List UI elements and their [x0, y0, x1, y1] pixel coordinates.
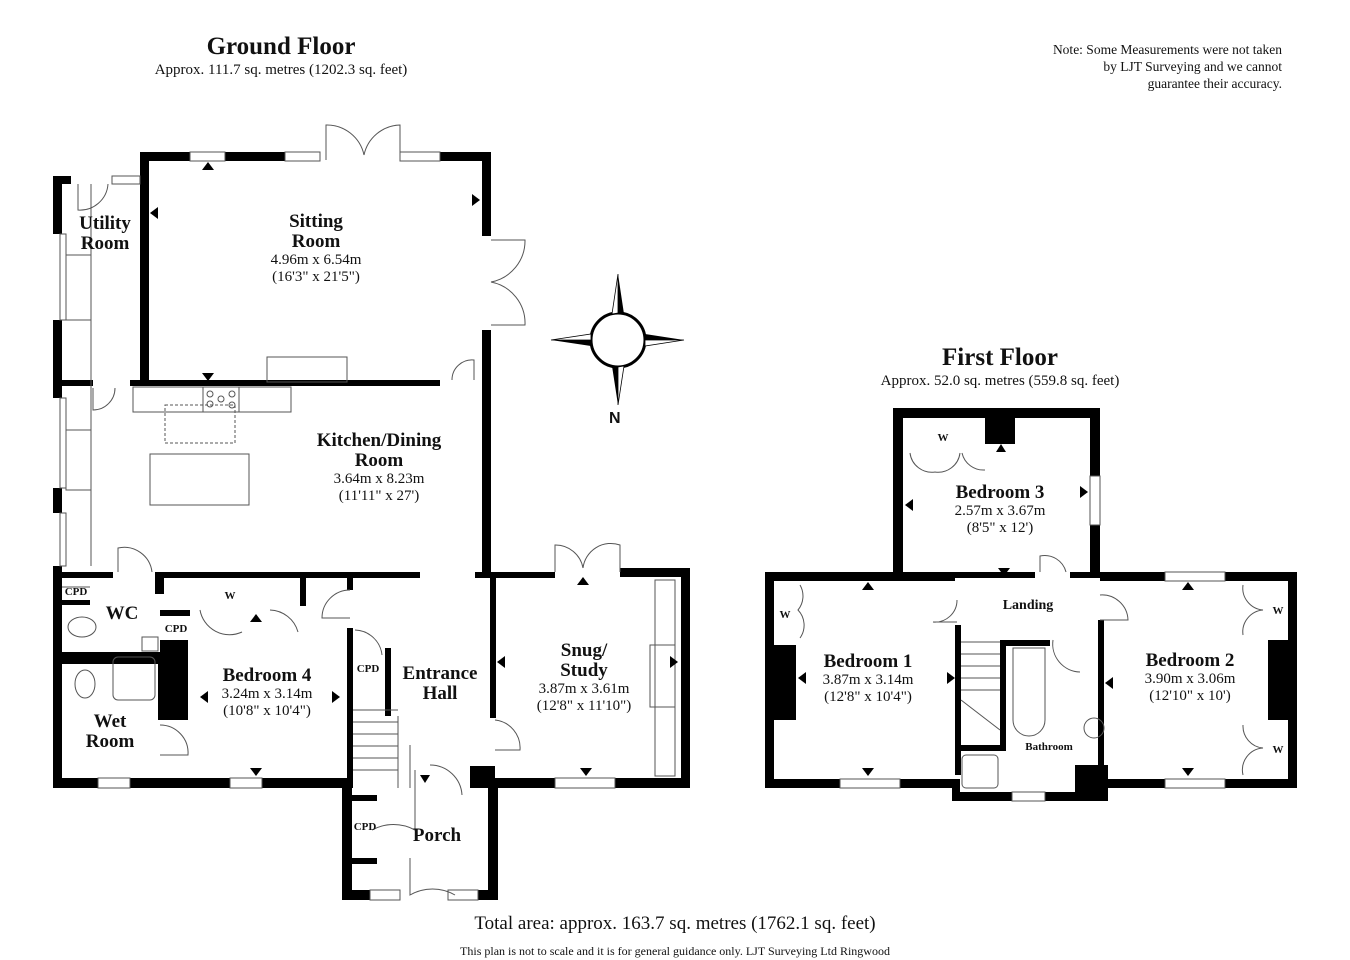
room-bedroom-4: Bedroom 4 3.24m x 3.14m (10'8" x 10'4"): [222, 666, 313, 720]
room-dimensions-metric: 3.90m x 3.06m: [1144, 671, 1236, 687]
measurement-note: Note: Some Measurements were not taken b…: [1053, 41, 1282, 92]
room-wc: WC: [106, 604, 139, 624]
room-dimensions-imperial: (12'10" x 10'): [1149, 688, 1231, 704]
room-name: Room: [80, 233, 130, 254]
room-dimensions-metric: 3.24m x 3.14m: [221, 686, 313, 702]
wardrobe-label: W: [937, 432, 949, 444]
room-kitchen-dining: Kitchen/Dining Room 3.64m x 8.23m (11'11…: [317, 431, 442, 505]
room-name: Snug/: [560, 640, 608, 661]
room-name: Bedroom 1: [823, 651, 913, 672]
room-dimensions-metric: 2.57m x 3.67m: [954, 503, 1046, 519]
room-name: Entrance: [402, 663, 478, 684]
note-line: Note: Some Measurements were not taken: [1052, 42, 1282, 57]
wardrobe-label: W: [1272, 605, 1284, 617]
first-floor-title: First Floor: [942, 344, 1058, 371]
room-dimensions-imperial: (12'8" x 10'4"): [824, 689, 912, 705]
first-floor-heading: First Floor Approx. 52.0 sq. metres (559…: [850, 344, 1150, 390]
room-bathroom: Bathroom: [1025, 741, 1073, 753]
room-name: Kitchen/Dining: [316, 430, 442, 451]
room-dimensions-metric: 4.96m x 6.54m: [270, 252, 362, 268]
room-name: Study: [560, 660, 608, 681]
room-name: Bedroom 2: [1145, 650, 1235, 671]
compass-icon: [550, 273, 685, 406]
ground-floor-fittings: [59, 124, 676, 901]
room-dimensions-metric: 3.87m x 3.14m: [822, 672, 914, 688]
room-bedroom-3: Bedroom 3 2.57m x 3.67m (8'5" x 12'): [955, 483, 1046, 537]
room-snug-study: Snug/ Study 3.87m x 3.61m (12'8" x 11'10…: [537, 641, 632, 715]
room-name: Room: [85, 731, 135, 752]
room-name: Room: [354, 450, 404, 471]
room-name: Bedroom 4: [222, 665, 312, 686]
wardrobe-label: W: [1272, 744, 1284, 756]
room-porch: Porch: [413, 826, 461, 846]
first-floor-fittings: [797, 452, 1264, 802]
first-floor-radiator-markers: [798, 444, 1276, 776]
room-name: Wet: [93, 711, 127, 732]
room-dimensions-imperial: (16'3" x 21'5"): [272, 269, 360, 285]
room-dimensions-imperial: (12'8" x 11'10"): [536, 698, 632, 714]
wardrobe-label: W: [779, 609, 791, 621]
room-bedroom-2: Bedroom 2 3.90m x 3.06m (12'10" x 10'): [1145, 651, 1236, 705]
room-dimensions-imperial: (8'5" x 12'): [966, 520, 1034, 536]
room-name: Utility: [79, 213, 131, 234]
room-name: Sitting: [289, 211, 343, 232]
compass-north-label: N: [609, 410, 621, 427]
first-floor-walls: [765, 408, 1297, 801]
room-bedroom-1: Bedroom 1 3.87m x 3.14m (12'8" x 10'4"): [823, 652, 914, 706]
room-name: Bedroom 3: [955, 482, 1045, 503]
cupboard-label: CPD: [353, 821, 377, 833]
room-landing: Landing: [1002, 598, 1054, 613]
total-area: Total area: approx. 163.7 sq. metres (17…: [474, 913, 876, 934]
room-dimensions-imperial: (11'11" x 27'): [338, 488, 420, 504]
cupboard-label: CPD: [64, 586, 88, 598]
ground-floor-walls: [53, 152, 690, 900]
room-name: WC: [105, 603, 139, 624]
room-dimensions-metric: 3.64m x 8.23m: [333, 471, 425, 487]
note-line: by LJT Surveying and we cannot: [1103, 59, 1282, 74]
room-name: Room: [291, 231, 341, 252]
ground-floor-heading: Ground Floor Approx. 111.7 sq. metres (1…: [131, 33, 431, 79]
wardrobe-label: W: [224, 590, 236, 602]
room-name: Hall: [422, 683, 458, 704]
cupboard-label: CPD: [356, 663, 380, 675]
room-entrance-hall: Entrance Hall: [403, 664, 478, 704]
room-dimensions-imperial: (10'8" x 10'4"): [223, 703, 311, 719]
first-floor-area: Approx. 52.0 sq. metres (559.8 sq. feet): [880, 373, 1120, 389]
room-sitting-room: Sitting Room 4.96m x 6.54m (16'3" x 21'5…: [271, 212, 362, 286]
room-name: Porch: [412, 825, 462, 846]
disclaimer: This plan is not to scale and it is for …: [460, 944, 890, 958]
room-wet-room: Wet Room: [86, 712, 135, 752]
note-line: guarantee their accuracy.: [1147, 76, 1282, 91]
cupboard-label: CPD: [164, 623, 188, 635]
ground-floor-area: Approx. 111.7 sq. metres (1202.3 sq. fee…: [154, 62, 408, 78]
ground-floor-title: Ground Floor: [206, 33, 356, 60]
ground-floor-radiator-markers: [150, 162, 678, 783]
room-dimensions-metric: 3.87m x 3.61m: [538, 681, 630, 697]
room-utility-room: Utility Room: [79, 214, 131, 254]
